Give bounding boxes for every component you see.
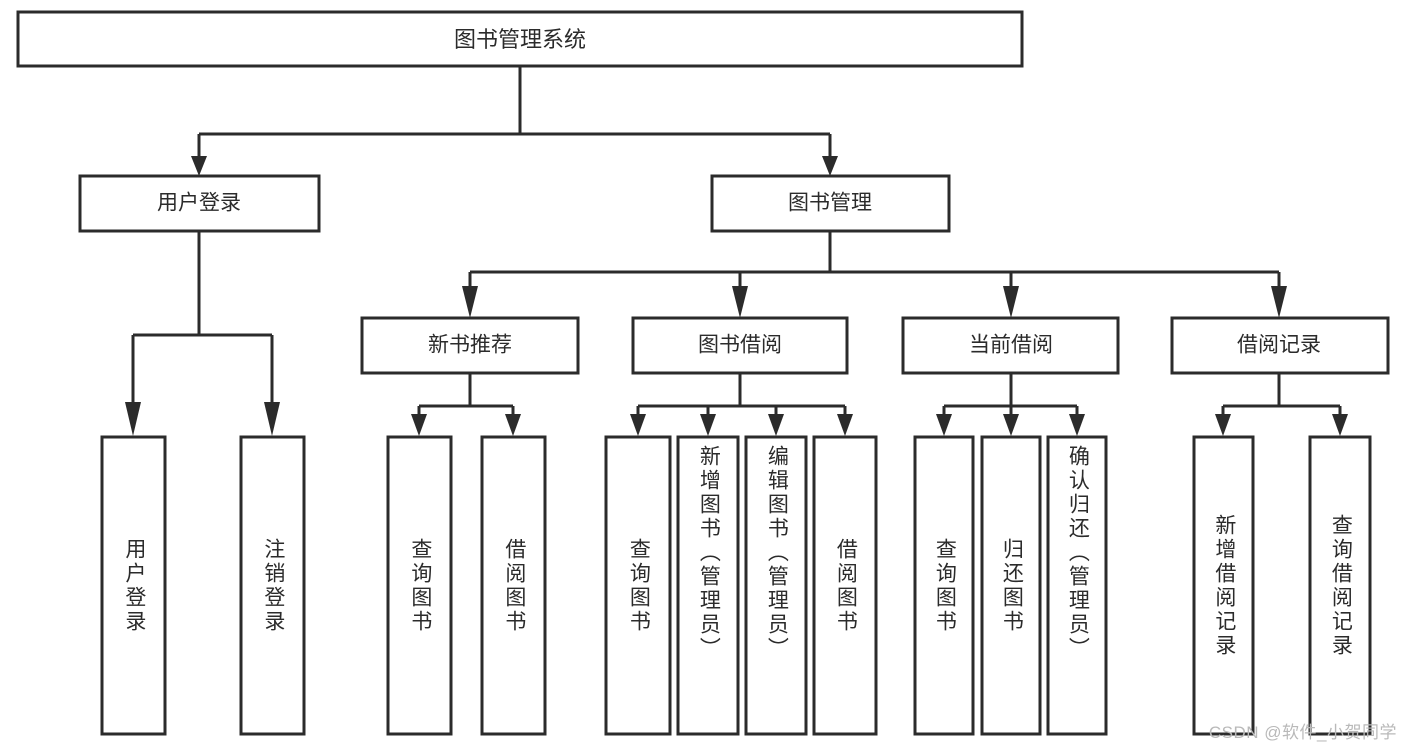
arrow-leaf-r2 [1332, 414, 1348, 436]
leaf-box-group [100, 435, 1372, 736]
arrow-leaf-u2 [264, 402, 280, 436]
leaf-box-confirm-return-admin[interactable] [1046, 435, 1108, 736]
arrow-user-login [191, 156, 207, 176]
connector-group [125, 66, 1348, 436]
arrow-leaf-c3 [1069, 414, 1085, 436]
node-current-borrow[interactable]: 当前借阅 [901, 316, 1120, 375]
arrow-leaf-b1 [630, 414, 646, 436]
arrow-leaf-c2 [1003, 414, 1019, 436]
leaf-box-add-book-admin[interactable] [676, 435, 740, 736]
leaf-box-add-borrow-record[interactable] [1192, 435, 1255, 736]
leaf-box-borrow-book[interactable] [812, 435, 878, 736]
node-book-borrow-label: 图书借阅 [698, 334, 782, 357]
node-user-login-label: 用户登录 [157, 192, 241, 215]
node-new-book-recommend-label: 新书推荐 [428, 334, 512, 357]
arrow-leaf-b3 [768, 414, 784, 436]
node-user-login-box[interactable] [78, 174, 321, 233]
node-book-manage-box[interactable] [710, 174, 951, 233]
node-book-manage[interactable]: 图书管理 [710, 174, 951, 233]
arrow-leaf-c1 [936, 414, 952, 436]
arrow-leaf-b4 [837, 414, 853, 436]
node-book-manage-label: 图书管理 [788, 192, 872, 215]
node-root[interactable]: 图书管理系统 [16, 10, 1024, 68]
arrow-book-manage [822, 156, 838, 176]
leaf-box-edit-book-admin[interactable] [744, 435, 808, 736]
leaf-box-query-borrow-record[interactable] [1308, 435, 1372, 736]
node-book-borrow-box[interactable] [631, 316, 849, 375]
node-current-borrow-box[interactable] [901, 316, 1120, 375]
arrow-leaf-b2 [700, 414, 716, 436]
arrow-leaf-u1 [125, 402, 141, 436]
arrow-current-borrow [1003, 286, 1019, 318]
watermark: CSDN @软件_小贺同学 [1208, 723, 1397, 742]
arrow-new-book [462, 286, 478, 318]
node-new-book-recommend-box[interactable] [360, 316, 580, 375]
node-current-borrow-label: 当前借阅 [969, 334, 1053, 357]
arrow-borrow-record [1271, 286, 1287, 318]
arrow-book-borrow [732, 286, 748, 318]
node-user-login[interactable]: 用户登录 [78, 174, 321, 233]
node-root-box[interactable] [16, 10, 1024, 68]
arrow-leaf-n2 [505, 414, 521, 436]
leaf-box-query-book-current[interactable] [913, 435, 975, 736]
leaf-box-return-book[interactable] [980, 435, 1042, 736]
leaf-box-query-book-borrow[interactable] [604, 435, 672, 736]
node-borrow-record-box[interactable] [1170, 316, 1390, 375]
node-new-book-recommend[interactable]: 新书推荐 [360, 316, 580, 375]
leaf-box-logout-login[interactable] [239, 435, 306, 736]
node-borrow-record[interactable]: 借阅记录 [1170, 316, 1390, 375]
node-book-borrow[interactable]: 图书借阅 [631, 316, 849, 375]
arrow-leaf-r1 [1215, 414, 1231, 436]
leaf-box-borrow-book-recommend[interactable] [480, 435, 547, 736]
node-borrow-record-label: 借阅记录 [1237, 334, 1321, 357]
leaf-box-user-login[interactable] [100, 435, 167, 736]
arrow-leaf-n1 [411, 414, 427, 436]
leaf-box-query-book-recommend[interactable] [386, 435, 453, 736]
node-root-label: 图书管理系统 [454, 27, 586, 52]
